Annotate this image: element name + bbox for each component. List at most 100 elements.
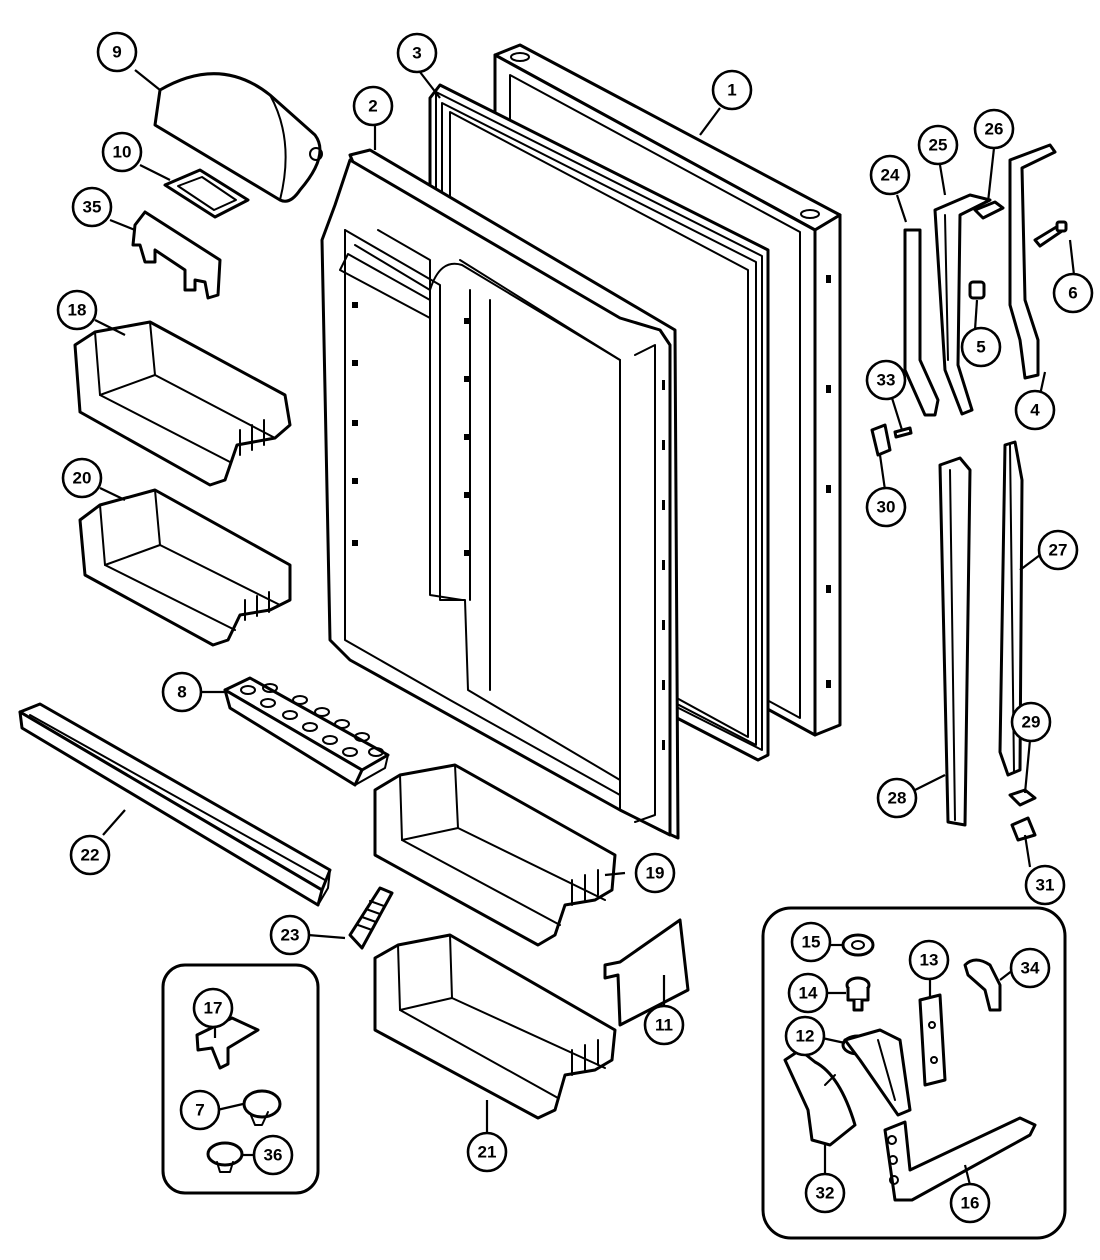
door-handle-bracket bbox=[1008, 143, 1057, 380]
svg-text:35: 35 bbox=[83, 198, 102, 217]
svg-text:15: 15 bbox=[802, 933, 821, 952]
lower-hinge-assembly bbox=[841, 1028, 912, 1117]
callout-31: 31 bbox=[1024, 864, 1066, 906]
door-bin-middle bbox=[78, 488, 292, 647]
callout-1: 1 bbox=[711, 69, 753, 111]
hinge-mount-plate bbox=[963, 958, 1002, 1012]
callout-7: 7 bbox=[179, 1089, 221, 1131]
hinge-bracket bbox=[933, 193, 992, 416]
cap-clip bbox=[870, 423, 892, 457]
small-tray bbox=[163, 168, 250, 219]
svg-text:31: 31 bbox=[1036, 876, 1055, 895]
vertical-trim-left bbox=[938, 456, 972, 827]
callout-36: 36 bbox=[252, 1134, 294, 1176]
callout-25: 25 bbox=[917, 124, 959, 166]
svg-text:5: 5 bbox=[976, 338, 985, 357]
callout-11: 11 bbox=[643, 1004, 685, 1046]
mounting-clip bbox=[195, 1016, 260, 1070]
inner-door-liner bbox=[320, 148, 680, 840]
callout-30: 30 bbox=[865, 486, 907, 528]
svg-text:36: 36 bbox=[264, 1146, 283, 1165]
svg-text:13: 13 bbox=[920, 951, 939, 970]
svg-text:2: 2 bbox=[368, 97, 377, 116]
push-pin-plug bbox=[242, 1089, 282, 1126]
svg-text:17: 17 bbox=[204, 999, 223, 1018]
svg-text:4: 4 bbox=[1030, 401, 1040, 420]
callout-29: 29 bbox=[1010, 701, 1052, 743]
hinge-washer bbox=[841, 933, 875, 957]
callout-9: 9 bbox=[96, 31, 138, 73]
svg-text:14: 14 bbox=[799, 984, 818, 1003]
callout-3: 3 bbox=[396, 32, 438, 74]
leader-lines bbox=[94, 69, 1076, 1186]
door-bin-lower bbox=[373, 763, 617, 947]
retainer-clip bbox=[348, 886, 394, 950]
small-screw bbox=[893, 426, 913, 439]
callout-24: 24 bbox=[869, 154, 911, 196]
svg-text:16: 16 bbox=[961, 1194, 980, 1213]
svg-text:1: 1 bbox=[727, 81, 736, 100]
hinge-shim bbox=[968, 280, 986, 300]
callout-5: 5 bbox=[960, 326, 1002, 368]
callout-18: 18 bbox=[56, 289, 98, 331]
hinge-cover bbox=[783, 1048, 857, 1147]
liner-shelf-notches bbox=[352, 302, 665, 750]
channel-end-cap bbox=[1010, 816, 1037, 842]
svg-text:12: 12 bbox=[796, 1027, 815, 1046]
screw bbox=[1033, 220, 1068, 248]
callout-19: 19 bbox=[634, 852, 676, 894]
svg-text:19: 19 bbox=[646, 864, 665, 883]
callout-21: 21 bbox=[466, 1131, 508, 1173]
dairy-compartment-door bbox=[153, 72, 323, 203]
svg-text:33: 33 bbox=[877, 371, 896, 390]
hinge-plate-vertical bbox=[918, 993, 947, 1087]
door-bin-bottom bbox=[373, 933, 617, 1120]
callout-26: 26 bbox=[973, 108, 1015, 150]
svg-text:29: 29 bbox=[1022, 713, 1041, 732]
callout-4: 4 bbox=[1014, 389, 1056, 431]
callout-6: 6 bbox=[1052, 272, 1094, 314]
callout-32: 32 bbox=[804, 1172, 846, 1214]
hinge-pin bbox=[845, 976, 871, 1012]
svg-text:8: 8 bbox=[177, 683, 186, 702]
svg-text:21: 21 bbox=[478, 1143, 497, 1162]
svg-text:23: 23 bbox=[281, 926, 300, 945]
svg-text:6: 6 bbox=[1068, 284, 1077, 303]
svg-text:34: 34 bbox=[1021, 959, 1040, 978]
dairy-door-bracket bbox=[131, 210, 222, 300]
svg-text:25: 25 bbox=[929, 136, 948, 155]
svg-text:28: 28 bbox=[888, 789, 907, 808]
callout-28: 28 bbox=[876, 777, 918, 819]
channel-clip bbox=[1008, 788, 1037, 807]
callout-33: 33 bbox=[865, 359, 907, 401]
callout-13: 13 bbox=[908, 939, 950, 981]
hinge-plate bbox=[973, 200, 1005, 220]
svg-text:10: 10 bbox=[113, 143, 132, 162]
callout-20: 20 bbox=[61, 457, 103, 499]
callout-35: 35 bbox=[71, 186, 113, 228]
svg-text:20: 20 bbox=[73, 469, 92, 488]
callout-8: 8 bbox=[161, 671, 203, 713]
svg-text:22: 22 bbox=[81, 846, 100, 865]
svg-text:24: 24 bbox=[881, 166, 900, 185]
svg-text:11: 11 bbox=[655, 1016, 673, 1035]
callout-2: 2 bbox=[352, 85, 394, 127]
callout-16: 16 bbox=[949, 1182, 991, 1224]
svg-text:3: 3 bbox=[412, 44, 421, 63]
callout-10: 10 bbox=[101, 131, 143, 173]
svg-text:26: 26 bbox=[985, 120, 1004, 139]
door-trim-strip bbox=[18, 702, 332, 907]
svg-text:30: 30 bbox=[877, 498, 896, 517]
svg-text:18: 18 bbox=[68, 301, 87, 320]
svg-text:7: 7 bbox=[195, 1101, 204, 1120]
svg-text:9: 9 bbox=[112, 43, 121, 62]
callout-12: 12 bbox=[784, 1015, 826, 1057]
callout-14: 14 bbox=[787, 972, 829, 1014]
callout-23: 23 bbox=[269, 914, 311, 956]
lower-hinge-bracket bbox=[883, 1116, 1037, 1202]
egg-cups bbox=[240, 683, 384, 757]
svg-text:32: 32 bbox=[816, 1184, 835, 1203]
inset-frame-right bbox=[761, 906, 1067, 1240]
callout-15: 15 bbox=[790, 921, 832, 963]
